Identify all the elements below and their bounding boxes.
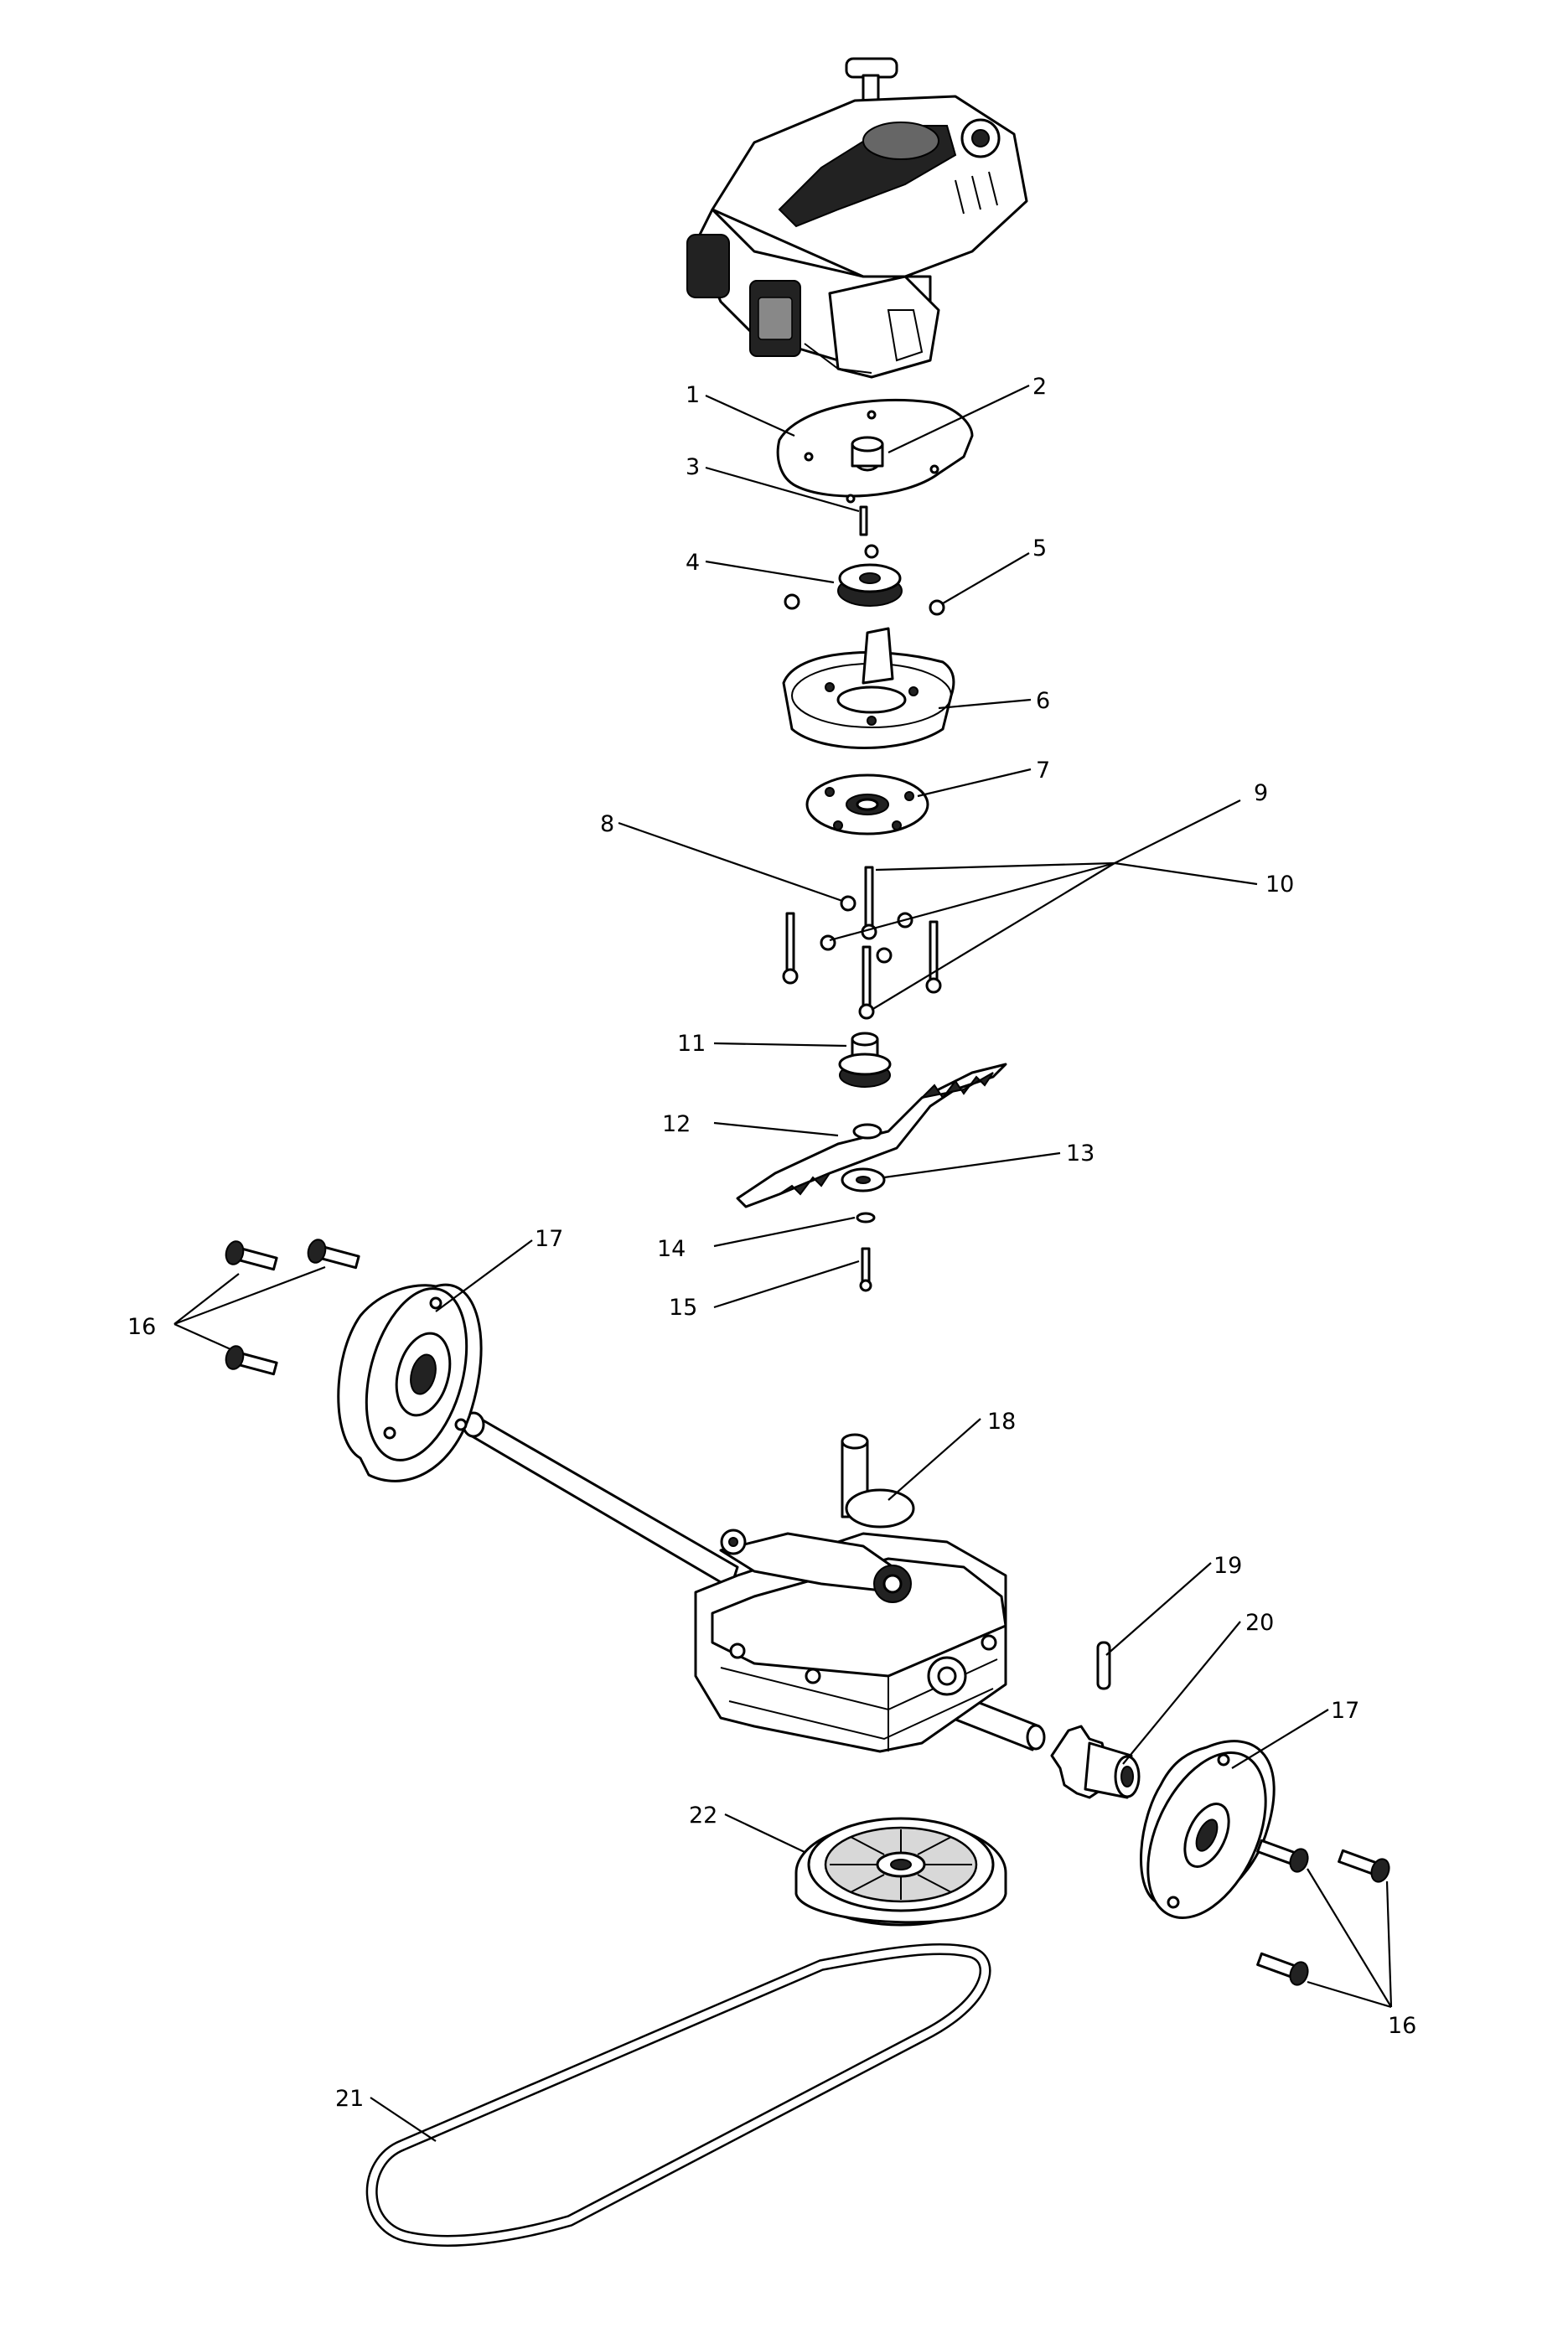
leader-lines — [173, 385, 1393, 2142]
roll-pin — [1096, 1641, 1111, 1690]
callout-20: 20 — [1245, 1610, 1274, 1636]
callout-17-left: 17 — [535, 1226, 563, 1252]
wheel-hub-left — [337, 1283, 483, 1482]
key-pin — [859, 505, 868, 536]
callout-8: 8 — [600, 811, 614, 837]
callout-1: 1 — [686, 382, 700, 408]
callout-3: 3 — [686, 454, 700, 480]
callout-7: 7 — [1036, 758, 1050, 784]
callout-18: 18 — [987, 1409, 1016, 1435]
hub-bolts-right — [1256, 1839, 1390, 1986]
callout-14: 14 — [657, 1236, 686, 1262]
transmission-gearbox — [694, 1433, 1007, 1753]
callout-4: 4 — [686, 550, 700, 576]
callout-13: 13 — [1066, 1141, 1094, 1167]
hub-bolts-left — [225, 1239, 360, 1376]
drive-pulley — [794, 1817, 1007, 1927]
drive-belt — [365, 1943, 991, 2247]
callout-17-right: 17 — [1331, 1698, 1359, 1724]
callout-22: 22 — [689, 1803, 717, 1829]
callout-2: 2 — [1032, 374, 1047, 400]
long-bolts — [782, 866, 942, 1020]
callout-15: 15 — [669, 1295, 697, 1321]
pulley-small — [784, 544, 945, 616]
callout-5: 5 — [1032, 535, 1047, 561]
blade-spindle — [838, 1032, 892, 1088]
callout-labels: 1 2 3 4 5 6 7 8 9 10 11 12 13 14 15 16 1… — [127, 374, 1416, 2112]
callout-9: 9 — [1254, 780, 1268, 806]
callout-21: 21 — [335, 2086, 364, 2112]
mounting-plate — [776, 398, 974, 504]
callout-16-left: 16 — [127, 1314, 156, 1340]
wheel-hub-right — [1140, 1740, 1276, 1919]
callout-11: 11 — [677, 1031, 706, 1057]
blade-washer — [841, 1167, 886, 1192]
lock-washer — [856, 1212, 876, 1223]
blade-housing — [782, 627, 955, 749]
cutting-blade — [736, 1063, 1007, 1208]
engine — [686, 57, 1028, 379]
callout-19: 19 — [1214, 1553, 1242, 1579]
callout-12: 12 — [662, 1111, 691, 1137]
callout-6: 6 — [1036, 688, 1050, 714]
drive-sprocket — [1050, 1725, 1141, 1799]
adapter-plate — [805, 773, 929, 835]
callout-10: 10 — [1265, 872, 1294, 898]
callout-16-right: 16 — [1388, 2013, 1416, 2039]
blade-bolt — [859, 1247, 872, 1292]
